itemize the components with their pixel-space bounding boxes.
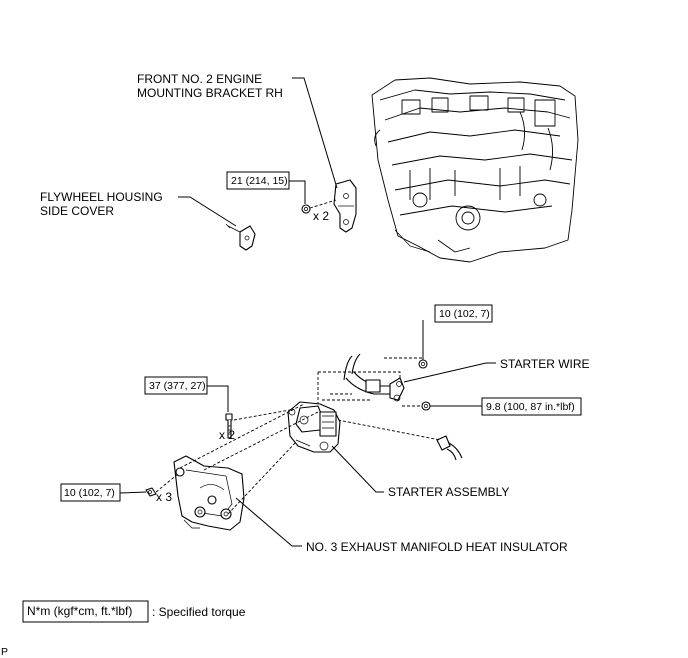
starter-assembly-label: STARTER ASSEMBLY bbox=[388, 485, 509, 499]
legend-box bbox=[22, 600, 149, 623]
starter-wire-label: STARTER WIRE bbox=[500, 357, 590, 371]
wire-nut-top bbox=[418, 359, 428, 369]
starter-bolt bbox=[225, 413, 233, 439]
engine-illustration bbox=[371, 77, 579, 263]
legend-description: : Specified torque bbox=[152, 605, 246, 619]
insulator-bolt-leader bbox=[119, 491, 147, 494]
wire-nut-small-torque-box bbox=[481, 397, 582, 416]
flywheel-label-line1: FLYWHEEL HOUSING bbox=[40, 190, 163, 204]
starter-wire-part bbox=[343, 353, 405, 402]
insulator-bolt-torque-value: 10 (102, 7) bbox=[64, 487, 115, 499]
bracket-label-line1: FRONT NO. 2 ENGINE bbox=[137, 72, 262, 86]
insulator-bolt bbox=[145, 487, 157, 497]
insulator-dash-2 bbox=[203, 411, 319, 471]
starter-bolt-leader bbox=[206, 385, 229, 412]
flywheel-label-line2: SIDE COVER bbox=[40, 204, 114, 218]
flywheel-leader bbox=[178, 196, 237, 227]
corner-mark: P bbox=[1, 646, 8, 658]
starter-bolt-torque-box bbox=[144, 376, 208, 395]
heat-insulator-leader bbox=[235, 497, 302, 547]
bracket-torque-value: 21 (214, 15) bbox=[231, 175, 288, 187]
insulator-bolt-quantity: x 3 bbox=[156, 490, 172, 504]
legend-box-text: N*m (kgf*cm, ft.*lbf) bbox=[27, 604, 132, 618]
insulator-dash-3 bbox=[227, 441, 297, 515]
starter-bolt-quantity: x 2 bbox=[219, 428, 235, 442]
bracket-nut bbox=[301, 204, 311, 214]
bracket-label-line2: MOUNTING BRACKET RH bbox=[137, 86, 283, 100]
insulator-dash-1 bbox=[179, 403, 305, 469]
bracket-nut-dashline bbox=[309, 199, 337, 209]
bracket-leader bbox=[292, 77, 338, 189]
starter-assembly-leader bbox=[331, 445, 384, 493]
bracket-nut-quantity: x 2 bbox=[313, 209, 329, 223]
heat-insulator-part bbox=[173, 455, 245, 531]
wire-nut-top-torque-value: 10 (102, 7) bbox=[439, 308, 490, 320]
starter-cable-end bbox=[436, 435, 463, 461]
starter-bolt-torque-value: 37 (377, 27) bbox=[149, 380, 206, 392]
mounting-bracket-part bbox=[333, 179, 357, 233]
wire-nut-top-torque-box bbox=[434, 304, 493, 323]
bracket-torque-leader bbox=[289, 180, 306, 204]
starter-wire-leader bbox=[403, 362, 496, 383]
wire-dash-6 bbox=[337, 419, 441, 441]
wire-nut-small-torque-value: 9.8 (100, 87 in.*lbf) bbox=[486, 401, 575, 413]
starter-bolt-dash bbox=[233, 409, 291, 421]
bracket-torque-box bbox=[226, 171, 290, 190]
wire-nut-small bbox=[421, 401, 431, 411]
starter-assembly-part bbox=[287, 401, 341, 453]
wire-dash-1 bbox=[384, 357, 423, 360]
wire-dash-2 bbox=[318, 371, 401, 378]
flywheel-cover-part bbox=[225, 223, 256, 251]
heat-insulator-label: NO. 3 EXHAUST MANIFOLD HEAT INSULATOR bbox=[306, 540, 568, 554]
insulator-bolt-torque-box bbox=[60, 483, 121, 502]
